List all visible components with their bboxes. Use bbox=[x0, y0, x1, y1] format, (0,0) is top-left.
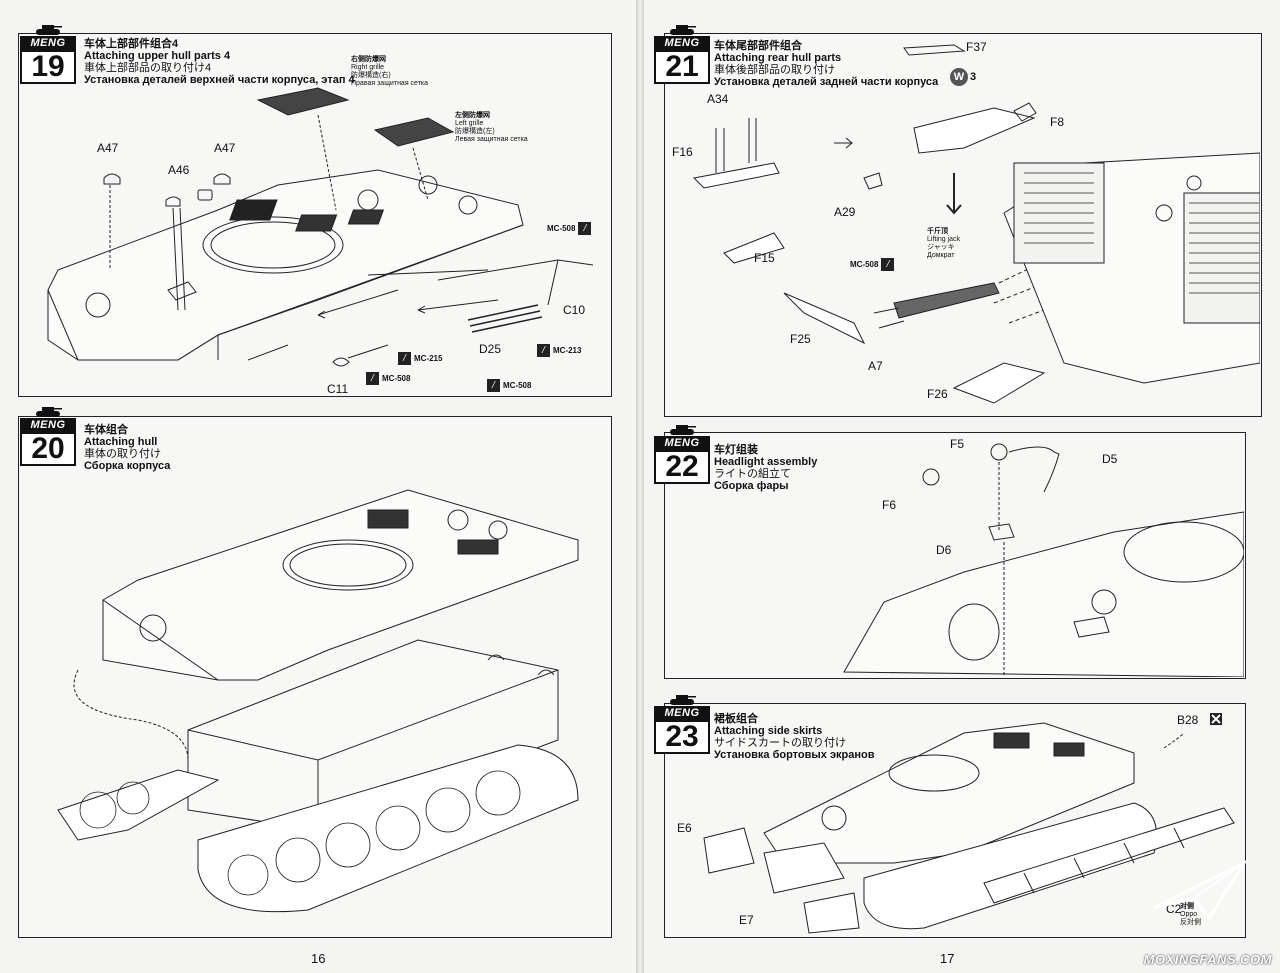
part-label: F5 bbox=[950, 437, 965, 451]
title-zh: 裙板组合 bbox=[714, 713, 758, 725]
part-label: E6 bbox=[677, 821, 692, 835]
brand-logo: MENG bbox=[654, 436, 710, 450]
part-label: A47 bbox=[214, 141, 236, 155]
step-number: 21 bbox=[654, 50, 710, 84]
tank-icon bbox=[36, 25, 62, 35]
step22-badge: MENG 22 bbox=[654, 422, 710, 484]
step20-title: 车体组合 Attaching hull 車体の取り付け Сборка корпу… bbox=[84, 424, 170, 472]
step-number: 19 bbox=[20, 50, 76, 84]
headlight-drawing bbox=[843, 443, 1244, 677]
side-skirts-drawing bbox=[703, 722, 1235, 934]
rear-hull-drawing bbox=[692, 44, 1260, 404]
title-zh: 车体上部部件组合4 bbox=[84, 38, 179, 50]
glue-callout: MC-508/ bbox=[547, 222, 592, 235]
left-grille-callout: 左侧防爆网 Left grille 防爆構造(左) Левая защитная… bbox=[455, 112, 528, 143]
step20-badge: MENG 20 bbox=[20, 404, 76, 466]
title-en: Attaching side skirts bbox=[714, 725, 823, 737]
title-ja: 車体上部部品の取り付け4 bbox=[84, 62, 212, 74]
part-label: F26 bbox=[927, 387, 948, 401]
title-ru: Установка деталей верхней части корпуса,… bbox=[84, 74, 355, 86]
page-number: 16 bbox=[311, 951, 326, 966]
title-en: Attaching hull bbox=[84, 436, 158, 448]
paper-plane-logo bbox=[1153, 859, 1249, 921]
glue-icon: / bbox=[366, 372, 379, 385]
title-ru: Сборка корпуса bbox=[84, 460, 171, 472]
title-ja: サイドスカートの取り付け bbox=[714, 737, 846, 749]
upper-hull-drawing bbox=[47, 87, 594, 367]
title-ja: 車体後部部品の取り付け bbox=[714, 64, 835, 76]
step23-title: 裙板组合 Attaching side skirts サイドスカートの取り付け … bbox=[714, 713, 875, 761]
part-label: A34 bbox=[707, 92, 729, 106]
opposite-side-note: 对侧 Oppo 反対側 bbox=[1180, 903, 1201, 926]
brand-logo: MENG bbox=[20, 418, 76, 432]
title-en: Attaching rear hull parts bbox=[714, 52, 842, 64]
tank-icon bbox=[670, 25, 696, 35]
glue-icon: / bbox=[537, 344, 550, 357]
title-ja: ライトの組立て bbox=[714, 468, 791, 480]
part-label: E7 bbox=[739, 913, 754, 927]
title-en: Attaching upper hull parts 4 bbox=[84, 50, 231, 62]
title-zh: 车体组合 bbox=[84, 424, 128, 436]
brand-logo: MENG bbox=[654, 706, 710, 720]
step19-title: 车体上部部件组合4 Attaching upper hull parts 4 車… bbox=[84, 38, 355, 86]
title-ja: 車体の取り付け bbox=[84, 448, 161, 460]
part-label: A47 bbox=[97, 141, 119, 155]
glue-callout: /MC-508 bbox=[366, 372, 410, 385]
glue-callout: /MC-213 bbox=[537, 344, 581, 357]
part-label: C10 bbox=[563, 303, 586, 317]
glue-icon: / bbox=[578, 222, 592, 235]
step21-badge: MENG 21 bbox=[654, 22, 710, 84]
step22-title: 车灯组装 Headlight assembly ライトの組立て Сборка ф… bbox=[714, 444, 817, 492]
brand-logo: MENG bbox=[654, 36, 710, 50]
part-label: C11 bbox=[327, 382, 349, 396]
page-gutter bbox=[636, 0, 644, 973]
paint-icon: W bbox=[950, 68, 968, 86]
title-zh: 车体尾部部件组合 bbox=[714, 40, 802, 52]
glue-callout: /MC-215 bbox=[398, 352, 442, 365]
part-label: F16 bbox=[672, 145, 693, 159]
part-label: F6 bbox=[882, 498, 897, 512]
title-ru: Сборка фары bbox=[714, 480, 789, 492]
step21-title: 车体尾部部件组合 Attaching rear hull parts 車体後部部… bbox=[714, 40, 938, 88]
step23-badge: MENG 23 bbox=[654, 692, 710, 754]
step-number: 23 bbox=[654, 720, 710, 754]
tank-icon bbox=[36, 407, 62, 417]
title-en: Headlight assembly bbox=[714, 456, 818, 468]
part-label: F25 bbox=[790, 332, 811, 346]
glue-icon: / bbox=[881, 258, 895, 271]
title-ru: Установка деталей задней части корпуса bbox=[714, 76, 939, 88]
page-left: MENG 19 车体上部部件组合4 Attaching upper hull p… bbox=[0, 0, 636, 973]
cross-icon bbox=[1210, 713, 1222, 725]
step-number: 20 bbox=[20, 432, 76, 466]
page-number: 17 bbox=[940, 951, 955, 966]
step-number: 22 bbox=[654, 450, 710, 484]
title-ru: Установка бортовых экранов bbox=[714, 749, 875, 761]
part-label: B28 bbox=[1177, 713, 1199, 727]
hull-assembly-drawing bbox=[57, 489, 579, 913]
brand-logo: MENG bbox=[20, 36, 76, 50]
part-label: A7 bbox=[868, 359, 883, 373]
part-label: A46 bbox=[168, 163, 190, 177]
part-label: F8 bbox=[1050, 115, 1065, 129]
part-label: F37 bbox=[966, 40, 987, 54]
watermark: MOXINGFANS.COM bbox=[1143, 952, 1272, 967]
right-grille-callout: 右侧防爆网 Right grille 防爆構造(右) Правая защитн… bbox=[351, 56, 429, 87]
step19-badge: MENG 19 bbox=[20, 22, 76, 84]
part-label: F15 bbox=[754, 251, 775, 265]
title-zh: 车灯组装 bbox=[714, 444, 758, 456]
tank-icon bbox=[670, 425, 696, 435]
part-label: D25 bbox=[479, 342, 502, 356]
lifting-jack-callout: 千斤顶 Lifting jack ジャッキ Домкрат bbox=[927, 228, 961, 259]
glue-icon: / bbox=[398, 352, 411, 365]
part-label: D6 bbox=[936, 543, 952, 557]
glue-callout: MC-508/ bbox=[850, 258, 895, 271]
page-right: MENG 21 车体尾部部件组合 Attaching rear hull par… bbox=[644, 0, 1280, 973]
glue-icon: / bbox=[487, 379, 500, 392]
part-label: D5 bbox=[1102, 452, 1118, 466]
part-label: A29 bbox=[834, 205, 856, 219]
glue-callout: /MC-508 bbox=[487, 379, 531, 392]
tank-icon bbox=[670, 695, 696, 705]
